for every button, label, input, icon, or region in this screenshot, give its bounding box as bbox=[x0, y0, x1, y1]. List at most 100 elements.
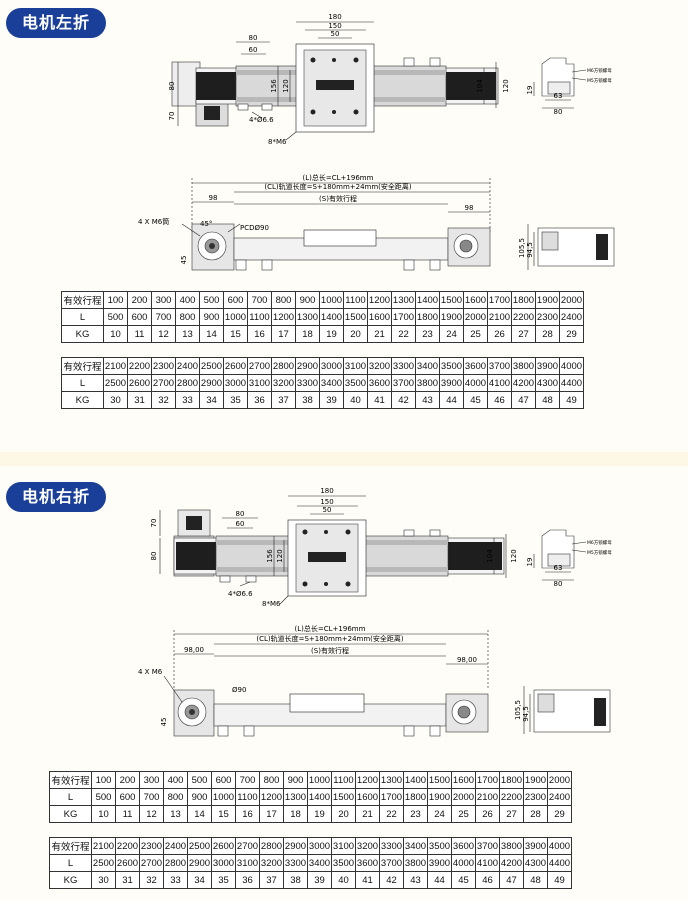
row-label: KG bbox=[61, 391, 104, 409]
table-cell: 4000 bbox=[463, 374, 488, 392]
table-cell: 900 bbox=[283, 771, 308, 789]
table-cell: 34 bbox=[199, 391, 224, 409]
table-cell: 1500 bbox=[343, 308, 368, 326]
row-label: 有效行程 bbox=[49, 771, 92, 789]
table-cell: 4300 bbox=[523, 854, 548, 872]
table-cell: 2600 bbox=[127, 374, 152, 392]
table-cell: 3200 bbox=[271, 374, 296, 392]
table-cell: 45 bbox=[451, 871, 476, 889]
table-cell: 4400 bbox=[559, 374, 584, 392]
dim-104: 104 bbox=[476, 79, 484, 93]
table-cell: 1700 bbox=[475, 771, 500, 789]
table-cell: 2200 bbox=[115, 837, 140, 855]
table-cell: 3700 bbox=[487, 357, 512, 375]
table-cell: 3700 bbox=[391, 374, 416, 392]
table-cell: 44 bbox=[427, 871, 452, 889]
table-cell: 3200 bbox=[259, 854, 284, 872]
table-cell: 3100 bbox=[331, 837, 356, 855]
table-cell: 1900 bbox=[523, 771, 548, 789]
table-cell: 1500 bbox=[439, 291, 464, 309]
table-cell: 4000 bbox=[547, 837, 572, 855]
dim-80-left: 80 bbox=[168, 82, 176, 91]
table-cell: 33 bbox=[163, 871, 188, 889]
table-cell: 28 bbox=[523, 805, 548, 823]
table-cell: 10 bbox=[103, 325, 128, 343]
dim-50: 50 bbox=[331, 30, 340, 38]
table-cell: 1400 bbox=[403, 771, 428, 789]
table-cell: 1900 bbox=[439, 308, 464, 326]
table-cell: 4200 bbox=[511, 374, 536, 392]
table-cell: 2200 bbox=[127, 357, 152, 375]
table-cell: 3300 bbox=[379, 837, 404, 855]
table-cell: 28 bbox=[535, 325, 560, 343]
row-label: L bbox=[61, 308, 104, 326]
table-cell: 2000 bbox=[559, 291, 584, 309]
table-cell: 3600 bbox=[463, 357, 488, 375]
table-cell: 11 bbox=[115, 805, 140, 823]
dim-98-left: 98 bbox=[209, 194, 218, 202]
table-cell: 100 bbox=[103, 291, 128, 309]
side-view bbox=[163, 630, 611, 737]
table-cell: 3900 bbox=[523, 837, 548, 855]
top-view bbox=[159, 495, 507, 605]
holes-8: 8*M6 bbox=[262, 600, 281, 608]
table-cell: 32 bbox=[139, 871, 164, 889]
dim-50: 50 bbox=[323, 506, 332, 514]
table-cell: 10 bbox=[91, 805, 116, 823]
table-cell: 500 bbox=[103, 308, 128, 326]
table-cell: 3200 bbox=[355, 837, 380, 855]
table-cell: 1900 bbox=[427, 788, 452, 806]
table-cell: 32 bbox=[151, 391, 176, 409]
table-cell: 48 bbox=[535, 391, 560, 409]
table-cell: 29 bbox=[559, 325, 584, 343]
table-cell: 24 bbox=[439, 325, 464, 343]
table-cell: 17 bbox=[259, 805, 284, 823]
table-cell: 40 bbox=[331, 871, 356, 889]
stroke: (S)有效行程 bbox=[319, 194, 357, 203]
table-cell: 21 bbox=[355, 805, 380, 823]
section-title: 电机左折 bbox=[6, 8, 107, 38]
table-cell: 2400 bbox=[175, 357, 200, 375]
table-cell: 800 bbox=[259, 771, 284, 789]
table-cell: 2900 bbox=[199, 374, 224, 392]
table-cell: 23 bbox=[415, 325, 440, 343]
flange-holes: 4 X M6 bbox=[138, 668, 163, 676]
table-cell: 1800 bbox=[415, 308, 440, 326]
rail-length: (CL)轨道长度=S+180mm+24mm(安全距离) bbox=[264, 182, 412, 191]
table-cell: 3400 bbox=[307, 854, 332, 872]
total-length: (L)总长=CL+196mm bbox=[295, 624, 366, 633]
table-cell: 25 bbox=[451, 805, 476, 823]
dim-105-5: 105,5 bbox=[514, 700, 522, 720]
table-cell: 36 bbox=[235, 871, 260, 889]
table-cell: 1100 bbox=[235, 788, 260, 806]
table-cell: 3600 bbox=[451, 837, 476, 855]
table-cell: 46 bbox=[475, 871, 500, 889]
table-cell: 2500 bbox=[199, 357, 224, 375]
table-cell: 47 bbox=[511, 391, 536, 409]
table-cell: 1200 bbox=[271, 308, 296, 326]
table-cell: 2900 bbox=[295, 357, 320, 375]
dim-98-right: 98,00 bbox=[457, 656, 477, 664]
table-cell: 1700 bbox=[379, 788, 404, 806]
stroke: (S)有效行程 bbox=[311, 646, 349, 655]
table-cell: 2500 bbox=[187, 837, 212, 855]
table-cell: 2200 bbox=[511, 308, 536, 326]
table-cell: 4000 bbox=[559, 357, 584, 375]
table-cell: 2800 bbox=[271, 357, 296, 375]
holes-4: 4*Ø6.6 bbox=[249, 116, 274, 124]
dim-45: 45 bbox=[180, 256, 188, 265]
table-cell: 3000 bbox=[307, 837, 332, 855]
table-cell: 27 bbox=[499, 805, 524, 823]
table-cell: 13 bbox=[175, 325, 200, 343]
table-cell: 2300 bbox=[151, 357, 176, 375]
table-cell: 1100 bbox=[247, 308, 272, 326]
table-cell: 1600 bbox=[451, 771, 476, 789]
table-cell: 4300 bbox=[535, 374, 560, 392]
table-cell: 1900 bbox=[535, 291, 560, 309]
table-cell: 1400 bbox=[307, 788, 332, 806]
table-cell: 2700 bbox=[247, 357, 272, 375]
table-cell: 23 bbox=[403, 805, 428, 823]
table-cell: 2600 bbox=[211, 837, 236, 855]
